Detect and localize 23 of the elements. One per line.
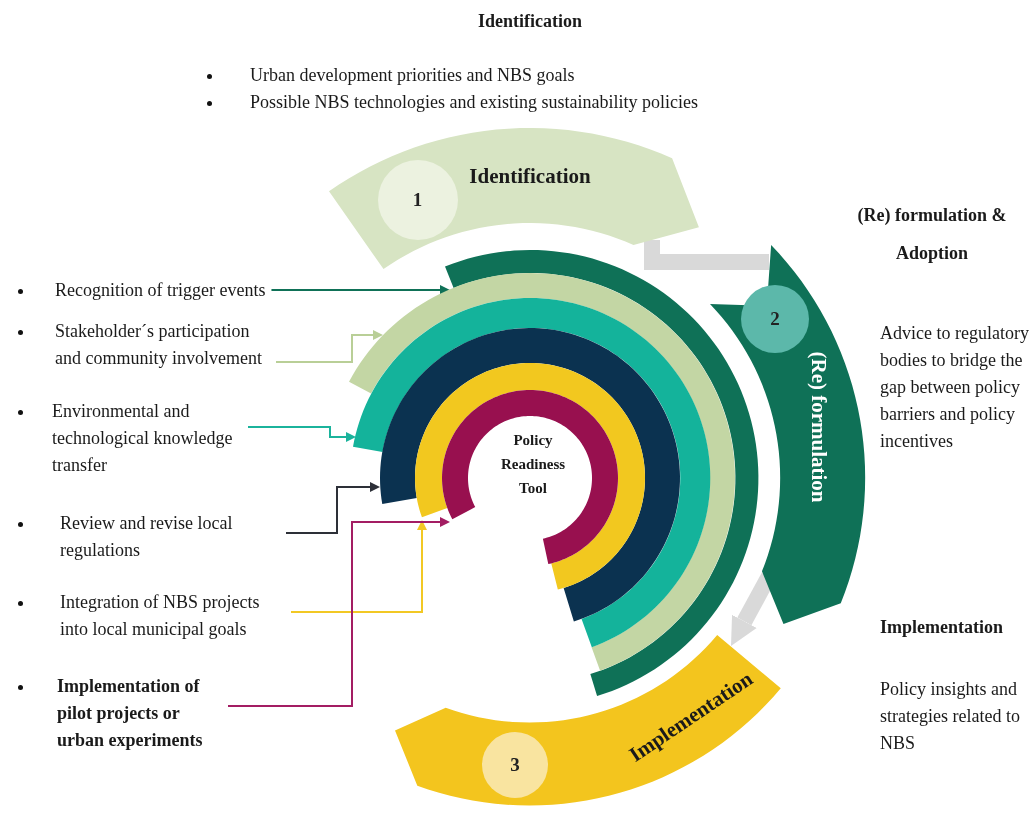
list-item-text: Recognition of trigger events <box>55 277 266 304</box>
section-heading: Identification <box>477 10 583 33</box>
section-heading: (Re) formulation & Adoption <box>856 204 1008 265</box>
label-text: Policy insights and strategies related to NBS <box>880 678 1021 755</box>
leader-arrow <box>270 285 450 295</box>
stage-connector <box>644 240 769 270</box>
leader-arrow <box>247 426 356 442</box>
list-item-text: Integration of NBS projects into local municipal goals <box>60 589 285 643</box>
label-text: Policy Readiness Tool <box>499 431 567 498</box>
list-item-text: Implementation of pilot projects or urban experiments <box>57 673 222 754</box>
leader-arrow <box>227 517 450 707</box>
section-heading: Implementation <box>880 616 1003 639</box>
leader-arrow <box>290 520 427 613</box>
label-text: Possible NBS technologies and existing sustainability policies <box>250 91 698 114</box>
list-item-text: Review and revise local regulations <box>60 510 280 564</box>
stage-title: Identification <box>469 163 591 189</box>
leader-arrow <box>275 330 383 363</box>
stage-title: (Re) formulation <box>805 351 831 503</box>
leader-arrow <box>285 482 380 534</box>
label-text: Advice to regulatory bodies to bridge the gap between policy barriers and policy incentives <box>880 322 1030 453</box>
label-text: Urban development priorities and NBS goals <box>250 64 575 87</box>
list-item-text: Stakeholder´s participation and community involvement <box>55 318 270 372</box>
list-item-text: Environmental and technological knowledge transfer <box>52 398 242 479</box>
